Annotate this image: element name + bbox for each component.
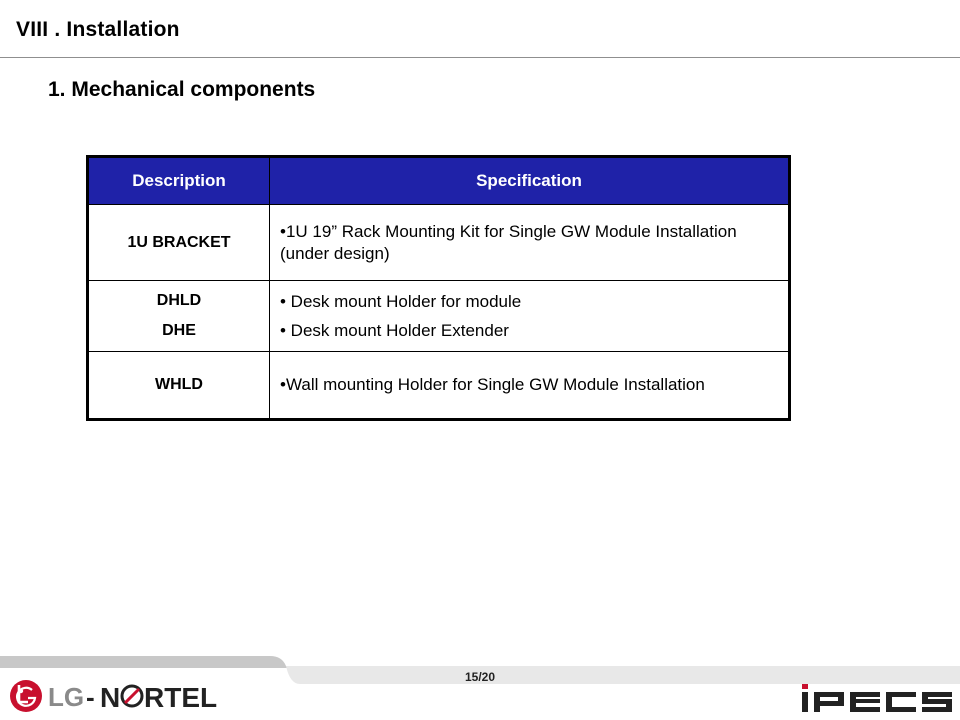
specification-cell: •Wall mounting Holder for Single GW Modu…: [269, 351, 790, 420]
specification-text: • Desk mount Holder for module: [280, 292, 522, 311]
svg-text:N: N: [100, 682, 120, 713]
svg-text:RTEL: RTEL: [144, 682, 217, 713]
description-cell: 1U BRACKET: [87, 204, 270, 281]
table-row: 1U BRACKET •1U 19” Rack Mounting Kit for…: [87, 204, 790, 281]
description-cell: WHLD: [87, 351, 270, 420]
specification-text: •1U 19” Rack Mounting Kit for Single GW …: [280, 221, 737, 263]
table-row: DHLD DHE • Desk mount Holder for module …: [87, 280, 790, 352]
subsection-title: 1. Mechanical components: [48, 78, 316, 101]
ipecs-logo: [802, 684, 952, 712]
column-header-specification: Specification: [269, 156, 790, 205]
column-header-description: Description: [87, 156, 270, 205]
section-title: VIII . Installation: [16, 18, 180, 41]
description-cell: DHLD DHE: [87, 280, 270, 352]
description-text: WHLD: [155, 376, 203, 393]
specification-text: • Desk mount Holder Extender: [280, 321, 509, 340]
description-text: DHLD: [156, 292, 202, 309]
lg-nortel-logo: LG - N RTEL: [10, 680, 217, 713]
description-text: 1U BRACKET: [127, 233, 231, 251]
table-header-row: Description Specification: [87, 156, 790, 205]
title-rule: [0, 57, 960, 58]
page-number: 15/20: [464, 670, 496, 684]
specification-cell: •1U 19” Rack Mounting Kit for Single GW …: [269, 204, 790, 281]
specification-text: •Wall mounting Holder for Single GW Modu…: [280, 375, 705, 394]
components-table: Description Specification 1U BRACKET •1U…: [86, 155, 791, 421]
footer-band: [0, 656, 960, 684]
svg-text:LG: LG: [48, 682, 84, 712]
svg-text:-: -: [86, 682, 95, 712]
specification-cell: • Desk mount Holder for module • Desk mo…: [269, 280, 790, 352]
description-text: DHE: [162, 322, 196, 339]
table-row: WHLD •Wall mounting Holder for Single GW…: [87, 351, 790, 420]
